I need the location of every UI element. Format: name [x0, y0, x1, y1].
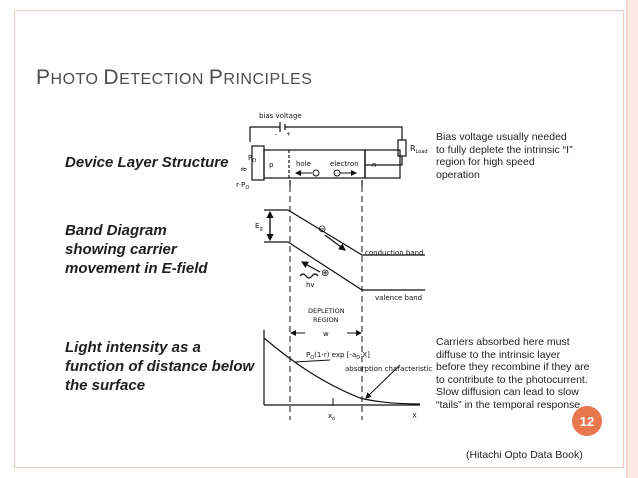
- depletion-boundaries: [289, 186, 363, 420]
- bias-circuit: [249, 122, 407, 166]
- page-number-badge: 12: [572, 406, 602, 436]
- device-layer-block: [251, 145, 401, 186]
- bias-voltage-label: bias voltage: [259, 112, 302, 120]
- x0-label: xo: [328, 412, 335, 422]
- x-axis-label: X: [412, 412, 417, 420]
- hole-symbol: ⊕: [321, 268, 329, 279]
- depletion-label-2: REGION: [313, 316, 339, 324]
- band-diagram: [264, 209, 425, 291]
- label-device-layer: Device Layer Structure: [65, 154, 229, 171]
- label-band-diagram: Band Diagram showing carrier movement in…: [65, 222, 208, 277]
- region-p-label: p: [269, 161, 274, 169]
- region-electron-label: electron: [330, 160, 359, 168]
- r-load-label: RLoad: [410, 144, 428, 155]
- absorption-characteristic-label: absorption characteristic: [345, 365, 432, 373]
- depletion-label-1: DEPLETION: [308, 307, 345, 315]
- conduction-band-label: conduction band: [365, 249, 424, 257]
- intensity-formula: PO(1-r) exp [-aD·X]: [306, 351, 370, 361]
- region-n-label: n: [372, 161, 376, 169]
- svg-text:-: -: [275, 131, 277, 138]
- eg-label: Eg: [255, 222, 263, 232]
- w-label: w: [323, 330, 329, 338]
- hv-label: hv: [306, 281, 315, 289]
- note-bias-voltage: Bias voltage usually needed to fully dep…: [436, 131, 573, 181]
- p0-label: PO: [248, 154, 256, 164]
- region-hole-label: hole: [296, 160, 311, 168]
- label-light-intensity: Light intensity as a function of distanc…: [65, 339, 255, 394]
- valence-band-label: valence band: [375, 294, 422, 302]
- svg-text:≈: ≈: [240, 165, 248, 175]
- source-citation: (Hitachi Opto Data Book): [466, 449, 583, 461]
- electron-symbol: ⊖: [318, 224, 326, 235]
- slide-title: PHOTO DETECTION PRINCIPLES: [36, 66, 313, 89]
- svg-text:+: +: [286, 131, 291, 138]
- slide-edge-decoration: [626, 0, 638, 478]
- slide-frame: [14, 10, 624, 468]
- intensity-plot: [263, 330, 421, 406]
- note-carriers: Carriers absorbed here must diffuse to t…: [436, 336, 590, 411]
- r-p0-label: r·PO: [236, 181, 249, 191]
